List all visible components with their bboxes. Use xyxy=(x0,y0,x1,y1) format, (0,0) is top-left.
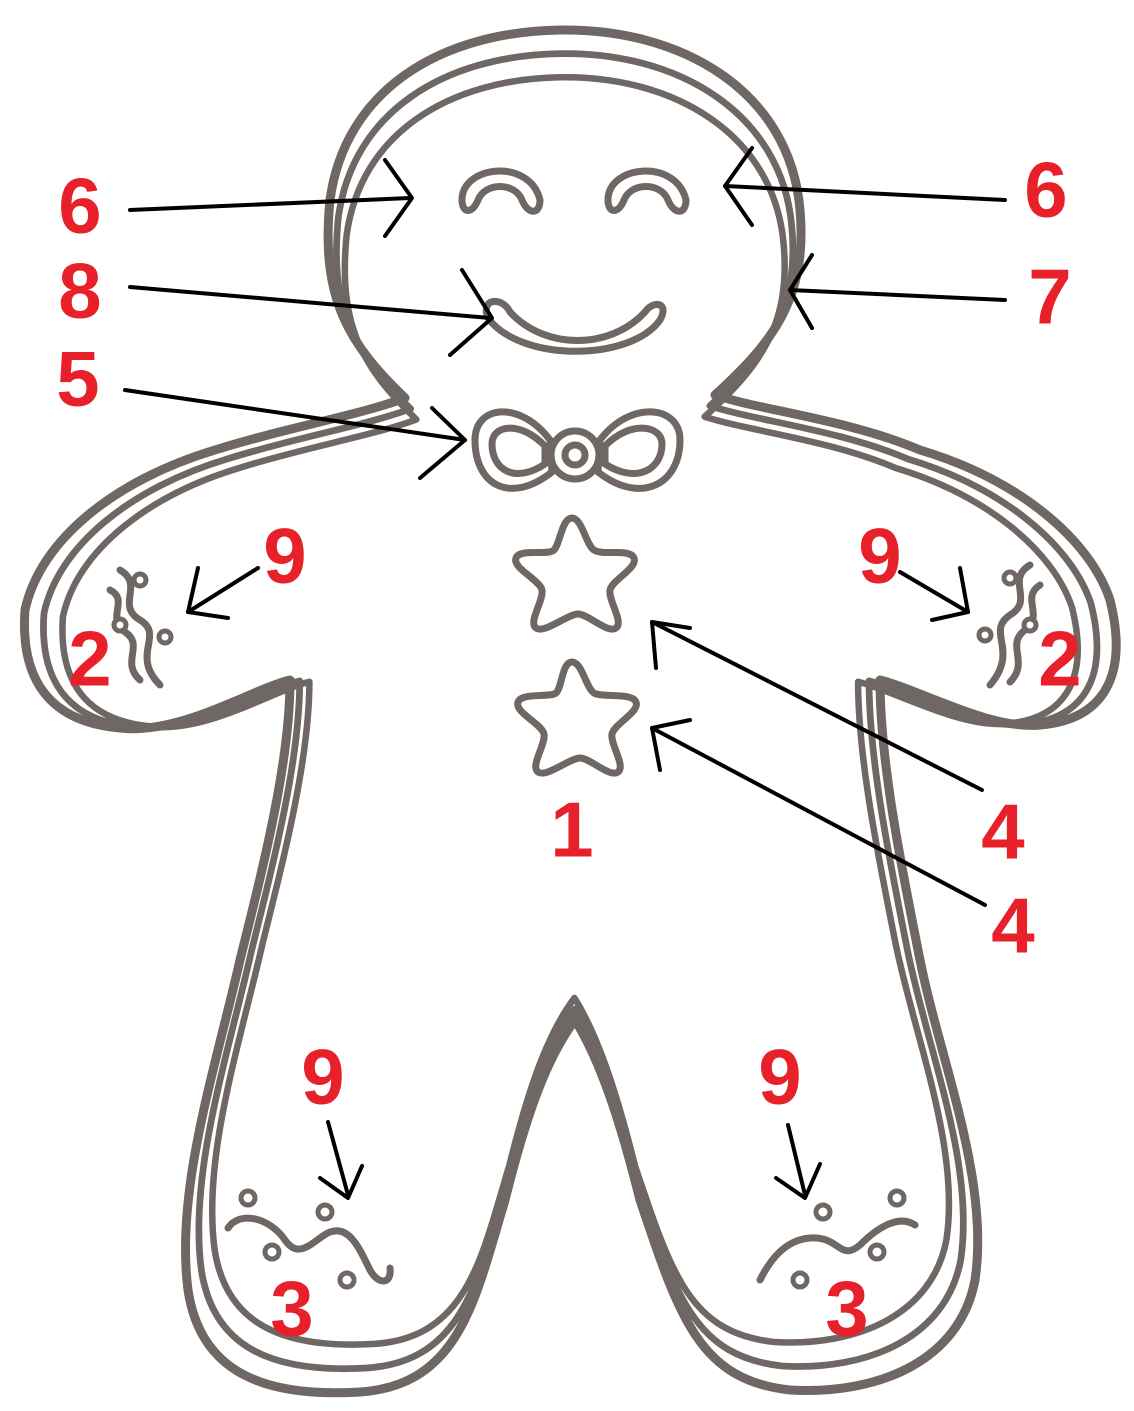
right-eye xyxy=(608,171,686,211)
leader-line-9-right-leg xyxy=(788,1125,805,1195)
callout-9-left-leg: 9 xyxy=(301,1033,344,1121)
bow-tie-left-wing xyxy=(475,412,552,489)
callout-9-right-arm: 9 xyxy=(858,512,901,600)
bow-tie xyxy=(475,412,680,489)
left-hand-dot xyxy=(114,619,126,631)
left-foot-dot xyxy=(241,1191,255,1205)
callout-8: 8 xyxy=(58,247,101,335)
bow-tie-knot xyxy=(551,431,599,479)
left-hand-dot xyxy=(134,574,146,586)
left-hand-squiggle-inner xyxy=(110,590,140,680)
right-hand-dot xyxy=(1004,572,1016,584)
right-foot-dot xyxy=(890,1191,904,1205)
left-foot-dot xyxy=(265,1245,279,1259)
bow-tie-right-wing xyxy=(598,412,680,489)
bow-tie-knot-center xyxy=(565,445,585,465)
bow-tie-right-wing-inner xyxy=(605,428,662,473)
cookie-outline xyxy=(24,30,1116,1393)
callout-2-right: 2 xyxy=(1038,615,1081,703)
right-foot-dot xyxy=(793,1273,807,1287)
callout-1: 1 xyxy=(550,786,593,874)
callout-4-upper: 4 xyxy=(981,788,1024,876)
callout-6-left: 6 xyxy=(58,162,101,250)
left-hand-dot xyxy=(159,631,171,643)
callout-6-right: 6 xyxy=(1024,146,1067,234)
leader-line-6-right xyxy=(725,186,1005,200)
callout-3-right: 3 xyxy=(825,1265,868,1353)
bow-tie-left-wing-inner xyxy=(492,428,545,473)
right-hand-dot xyxy=(979,629,991,641)
smile xyxy=(486,301,663,351)
left-hand-icing xyxy=(110,570,171,685)
leader-line-6-left xyxy=(130,198,410,210)
right-hand-squiggle-inner xyxy=(1010,585,1040,682)
star-buttons xyxy=(516,518,637,773)
callout-9-right-leg: 9 xyxy=(758,1033,801,1121)
leader-line-7 xyxy=(790,290,1005,300)
callout-4-lower: 4 xyxy=(991,882,1034,970)
right-foot-dot xyxy=(816,1205,830,1219)
right-foot-dot xyxy=(870,1245,884,1259)
upper-star-button xyxy=(516,518,635,629)
face xyxy=(462,171,686,351)
callout-labels: 6 6 8 7 5 9 9 2 2 4 1 4 9 9 3 3 xyxy=(56,146,1081,1353)
callout-2-left: 2 xyxy=(68,615,111,703)
leader-line-9-right-arm xyxy=(900,572,968,612)
callout-7: 7 xyxy=(1028,253,1071,341)
callout-9-left-arm: 9 xyxy=(263,512,306,600)
lower-star-button xyxy=(518,662,637,773)
right-hand-icing xyxy=(979,565,1040,685)
left-foot-dot xyxy=(318,1205,332,1219)
left-eye xyxy=(462,171,540,211)
arrowhead-5 xyxy=(420,408,465,478)
leader-line-4-lower xyxy=(652,728,985,905)
callout-5: 5 xyxy=(56,335,99,423)
arrowhead-4-upper xyxy=(652,622,690,668)
leader-line-8 xyxy=(130,287,490,318)
right-hand-dot xyxy=(1024,619,1036,631)
callout-3-left: 3 xyxy=(270,1265,313,1353)
left-foot-dot xyxy=(340,1273,354,1287)
